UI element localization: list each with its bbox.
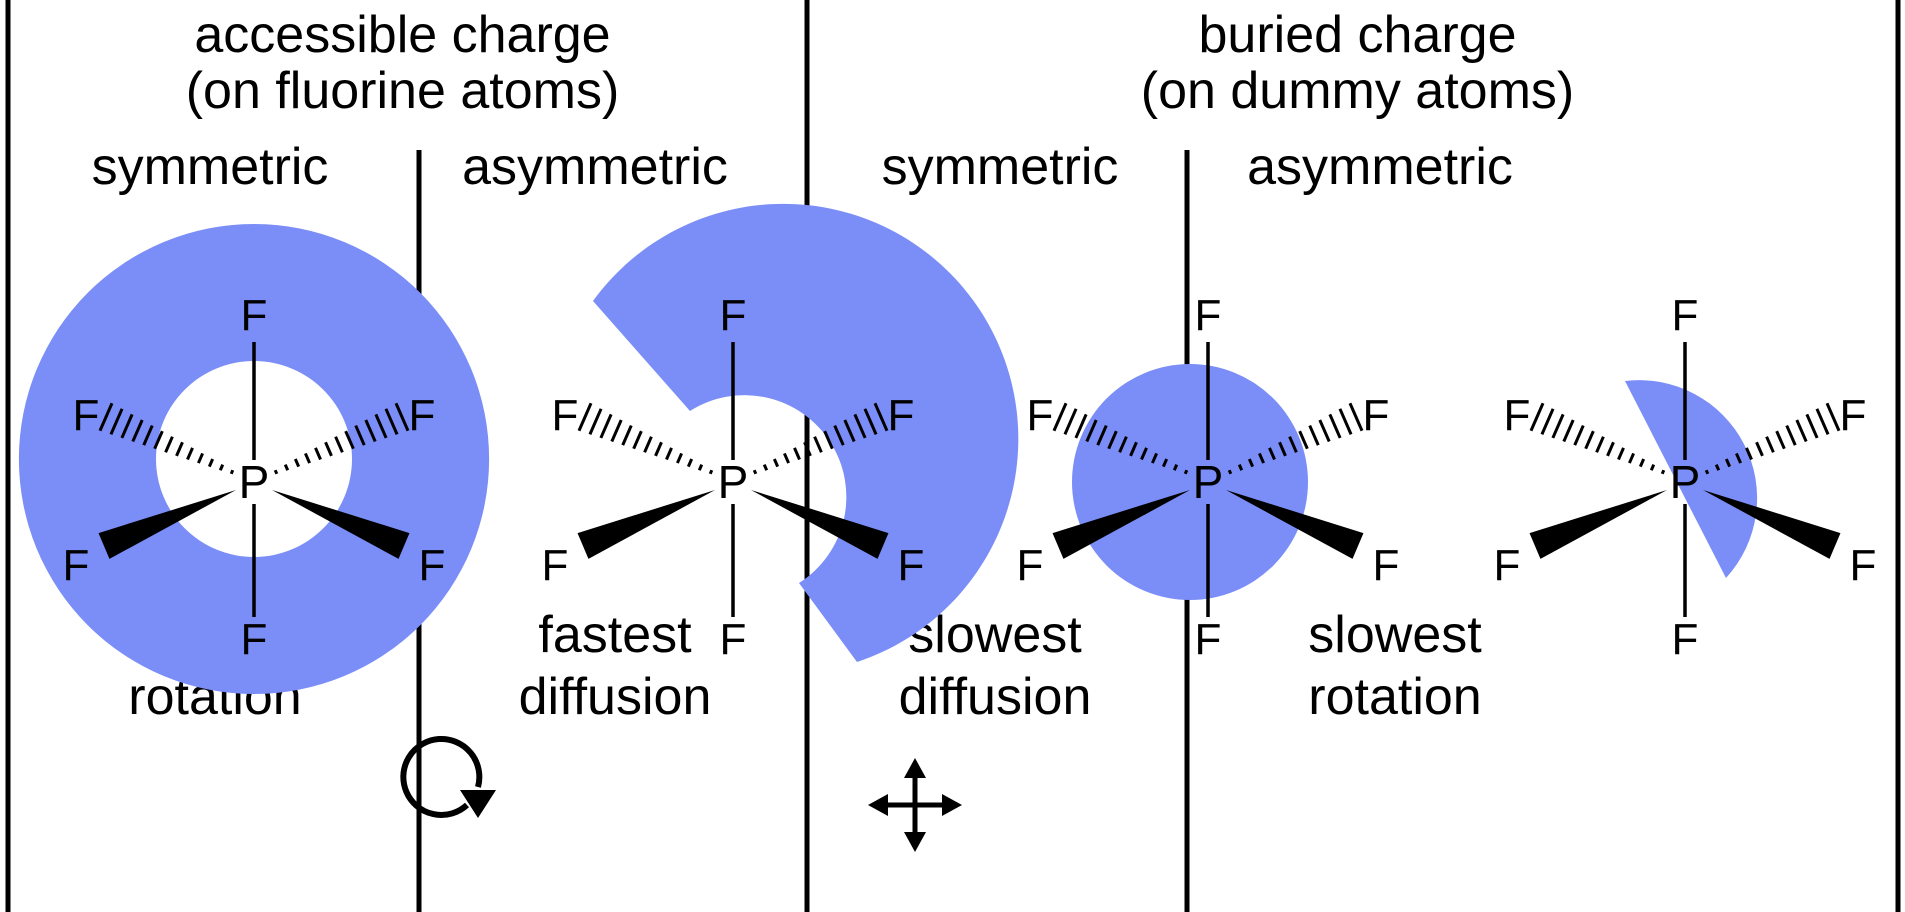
m4-atom-fluorine-upper-left: F [1504,391,1531,440]
four-way-arrow-icon [868,758,962,852]
m1-bond-wedge-right [272,490,410,559]
molecule-panel-1: P F F F F F F [63,291,446,664]
group-subheading-buried: (on dummy atoms) [1140,62,1575,120]
m3-atom-fluorine-upper-left: F [1027,391,1054,440]
panel-label-4: asymmetric [1247,138,1513,196]
m2-bond-wedge-left [577,490,715,559]
m1-atom-phosphorus: P [239,456,270,508]
m2-atom-fluorine-upper-left: F [552,391,579,440]
group-heading-accessible: accessible charge [194,6,611,64]
m4-atom-fluorine-lower-left: F [1494,541,1521,590]
m3-bond-hashed-left [1052,402,1189,475]
m3-bond-wedge-right [1226,490,1364,559]
m1-bond-hashed-right [273,402,410,475]
charge-disk-full [1072,364,1308,600]
group-subheading-accessible: (on fluorine atoms) [185,62,620,120]
panel-label-2: asymmetric [462,138,728,196]
rotation-arrow-icon [400,735,496,818]
m3-bond-hashed-right [1227,402,1364,475]
m2-atom-phosphorus: P [718,456,749,508]
caption-2-line-1: fastest [538,606,692,664]
m3-atom-fluorine-lower-right: F [1373,541,1400,590]
group-heading-buried: buried charge [1198,6,1517,64]
panel-caption-4: slowest rotation [1280,604,1510,728]
charge-ring-partial [593,203,1019,662]
m3-atom-fluorine-bottom: F [1195,615,1222,664]
caption-4-line-1: slowest [1308,606,1482,664]
m2-bond-wedge-right [751,490,889,559]
m2-atom-fluorine-bottom: F [720,615,747,664]
m4-bond-wedge-right [1703,490,1841,559]
caption-4-line-2: rotation [1308,668,1482,726]
caption-2-line-2: diffusion [518,668,712,726]
caption-3-line-2: diffusion [898,668,1092,726]
m3-atom-fluorine-upper-right: F [1363,391,1390,440]
m2-bond-hashed-right [752,402,889,475]
panel-caption-2: fastest diffusion [500,604,730,728]
m2-bond-hashed-left [577,402,714,475]
m4-bond-wedge-left [1529,490,1667,559]
m4-atom-fluorine-top: F [1672,291,1699,340]
m2-atom-fluorine-lower-left: F [542,541,569,590]
molecule-panel-4: P F F F F F F [1494,291,1877,664]
m4-atom-fluorine-upper-right: F [1840,391,1867,440]
charge-ring-full [18,223,490,695]
m4-atom-fluorine-bottom: F [1672,615,1699,664]
molecule-panel-2: P F F F F F F [542,291,925,664]
m1-atom-fluorine-top: F [241,291,268,340]
m1-bond-wedge-left [98,490,236,559]
m1-bond-hashed-left [98,402,235,475]
m2-atom-fluorine-upper-right: F [888,391,915,440]
m1-atom-fluorine-upper-left: F [73,391,100,440]
m1-atom-fluorine-lower-right: F [419,541,446,590]
panel-caption-3: slowest diffusion [880,604,1110,728]
panel-label-3: symmetric [881,138,1119,196]
m4-bond-hashed-left [1529,402,1666,475]
m1-atom-fluorine-lower-left: F [63,541,90,590]
m3-atom-fluorine-top: F [1195,291,1222,340]
m3-atom-phosphorus: P [1193,456,1224,508]
m4-atom-phosphorus: P [1670,456,1701,508]
m1-atom-fluorine-upper-right: F [409,391,436,440]
m4-bond-hashed-right [1704,402,1841,475]
m4-atom-fluorine-lower-right: F [1850,541,1877,590]
m2-atom-fluorine-top: F [720,291,747,340]
m3-bond-wedge-left [1052,490,1190,559]
m1-atom-fluorine-bottom: F [241,615,268,664]
panel-label-1: symmetric [91,138,329,196]
m3-atom-fluorine-lower-left: F [1017,541,1044,590]
m2-atom-fluorine-lower-right: F [898,541,925,590]
charge-disk-half [1625,380,1758,578]
molecule-panel-3: P F F F F F F [1017,291,1400,664]
